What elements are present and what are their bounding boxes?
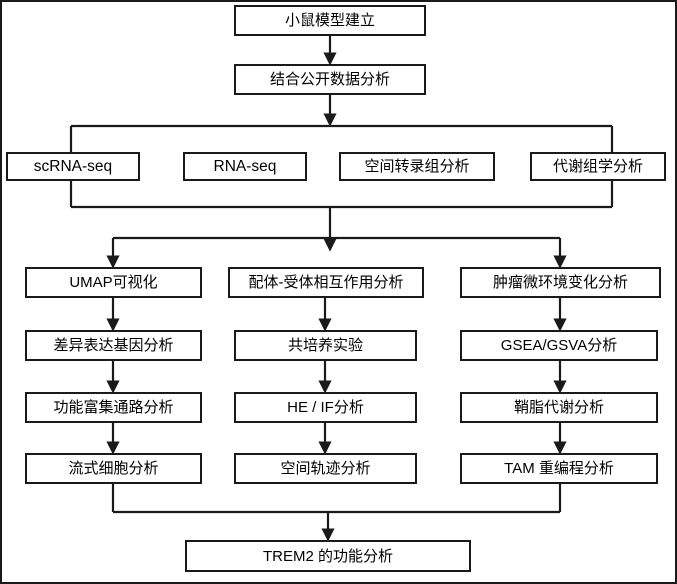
node-flow-cytometry[interactable]: 流式细胞分析 <box>25 453 202 484</box>
node-ligand-receptor-interaction[interactable]: 配体-受体相互作用分析 <box>228 267 424 298</box>
node-tam-reprogramming[interactable]: TAM 重编程分析 <box>460 453 658 484</box>
node-differential-expression[interactable]: 差异表达基因分析 <box>25 330 202 361</box>
node-umap-visualization[interactable]: UMAP可视化 <box>25 267 202 298</box>
node-functional-enrichment[interactable]: 功能富集通路分析 <box>25 392 202 423</box>
node-scrna-seq[interactable]: scRNA-seq <box>6 152 140 181</box>
node-public-data-analysis[interactable]: 结合公开数据分析 <box>234 64 426 95</box>
node-rna-seq[interactable]: RNA-seq <box>183 152 307 181</box>
node-tumor-microenvironment[interactable]: 肿瘤微环境变化分析 <box>460 267 661 298</box>
node-he-if-analysis[interactable]: HE / IF分析 <box>234 392 417 423</box>
node-gsea-gsva[interactable]: GSEA/GSVA分析 <box>460 330 658 361</box>
node-coculture-experiment[interactable]: 共培养实验 <box>234 330 417 361</box>
node-trem2-function[interactable]: TREM2 的功能分析 <box>185 540 471 572</box>
node-spatial-transcriptomics[interactable]: 空间转录组分析 <box>339 152 495 181</box>
node-sphingolipid-metabolism[interactable]: 鞘脂代谢分析 <box>460 392 658 423</box>
node-spatial-trajectory[interactable]: 空间轨迹分析 <box>234 453 417 484</box>
node-mouse-model[interactable]: 小鼠模型建立 <box>234 5 426 36</box>
node-metabolomics[interactable]: 代谢组学分析 <box>530 152 666 181</box>
